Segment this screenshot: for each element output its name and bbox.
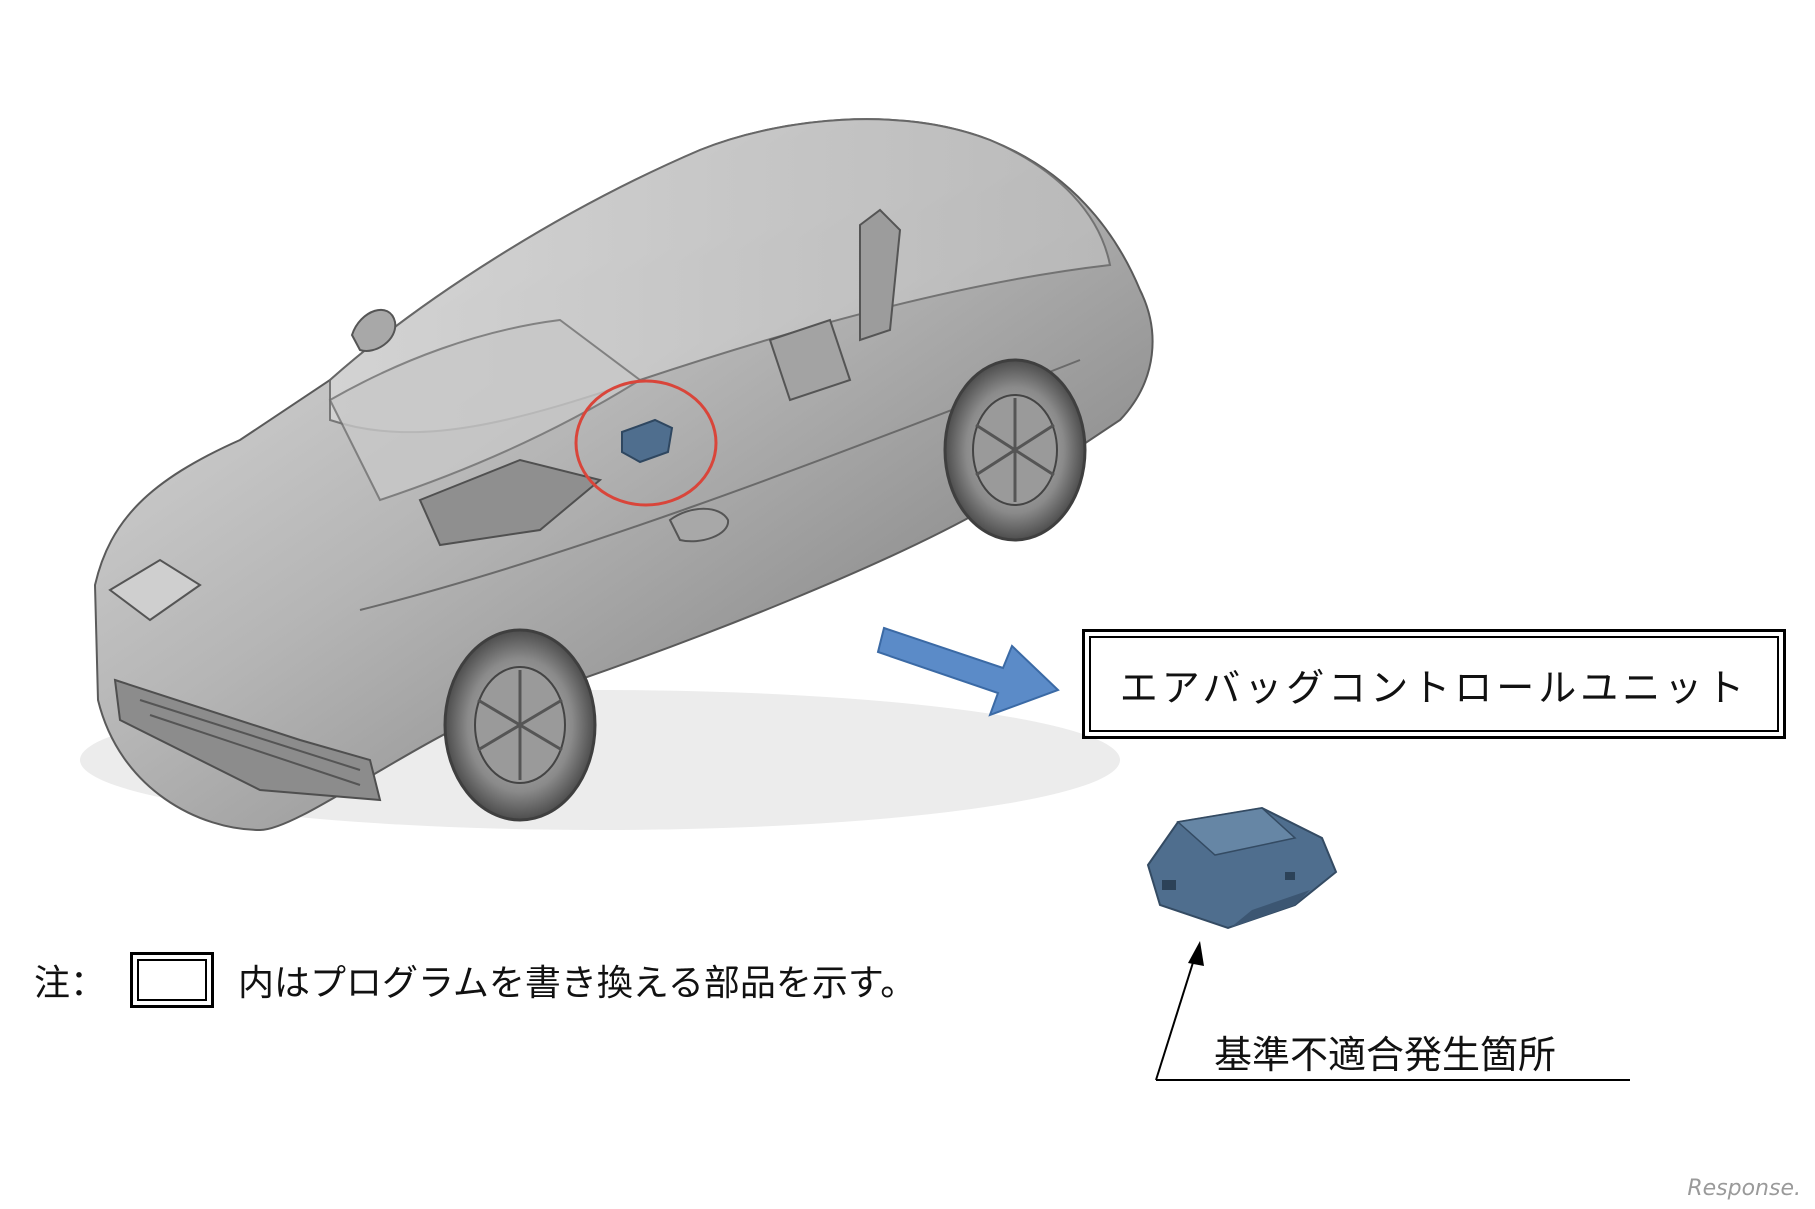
watermark: Response. [1687,1176,1801,1201]
highlight-circle [574,379,718,507]
note-box-sample [130,952,215,1008]
car-mirror-right [668,507,730,543]
location-label: 基準不適合発生箇所 [1214,1033,1557,1077]
note-text: 内はプログラムを書き換える部品を示す。 [238,963,917,1004]
car-seat [859,208,902,342]
note-prefix: 注： [34,963,107,1004]
airbag-unit-in-car [621,418,674,464]
location-pointer [1155,941,1630,1081]
airbag-control-unit-icon [1146,806,1338,930]
car-wheel-front [443,628,597,822]
pointer-arrow [876,626,1060,717]
note-row: 注： 内はプログラムを書き換える部品を示す。 [34,945,916,1015]
unit-label-box: エアバッグコントロールユニット [1082,629,1786,739]
car-wheel-rear [943,358,1087,542]
car-illustration [80,118,1154,832]
unit-label: エアバッグコントロールユニット [1119,665,1749,710]
car-mirror-left [350,309,397,352]
